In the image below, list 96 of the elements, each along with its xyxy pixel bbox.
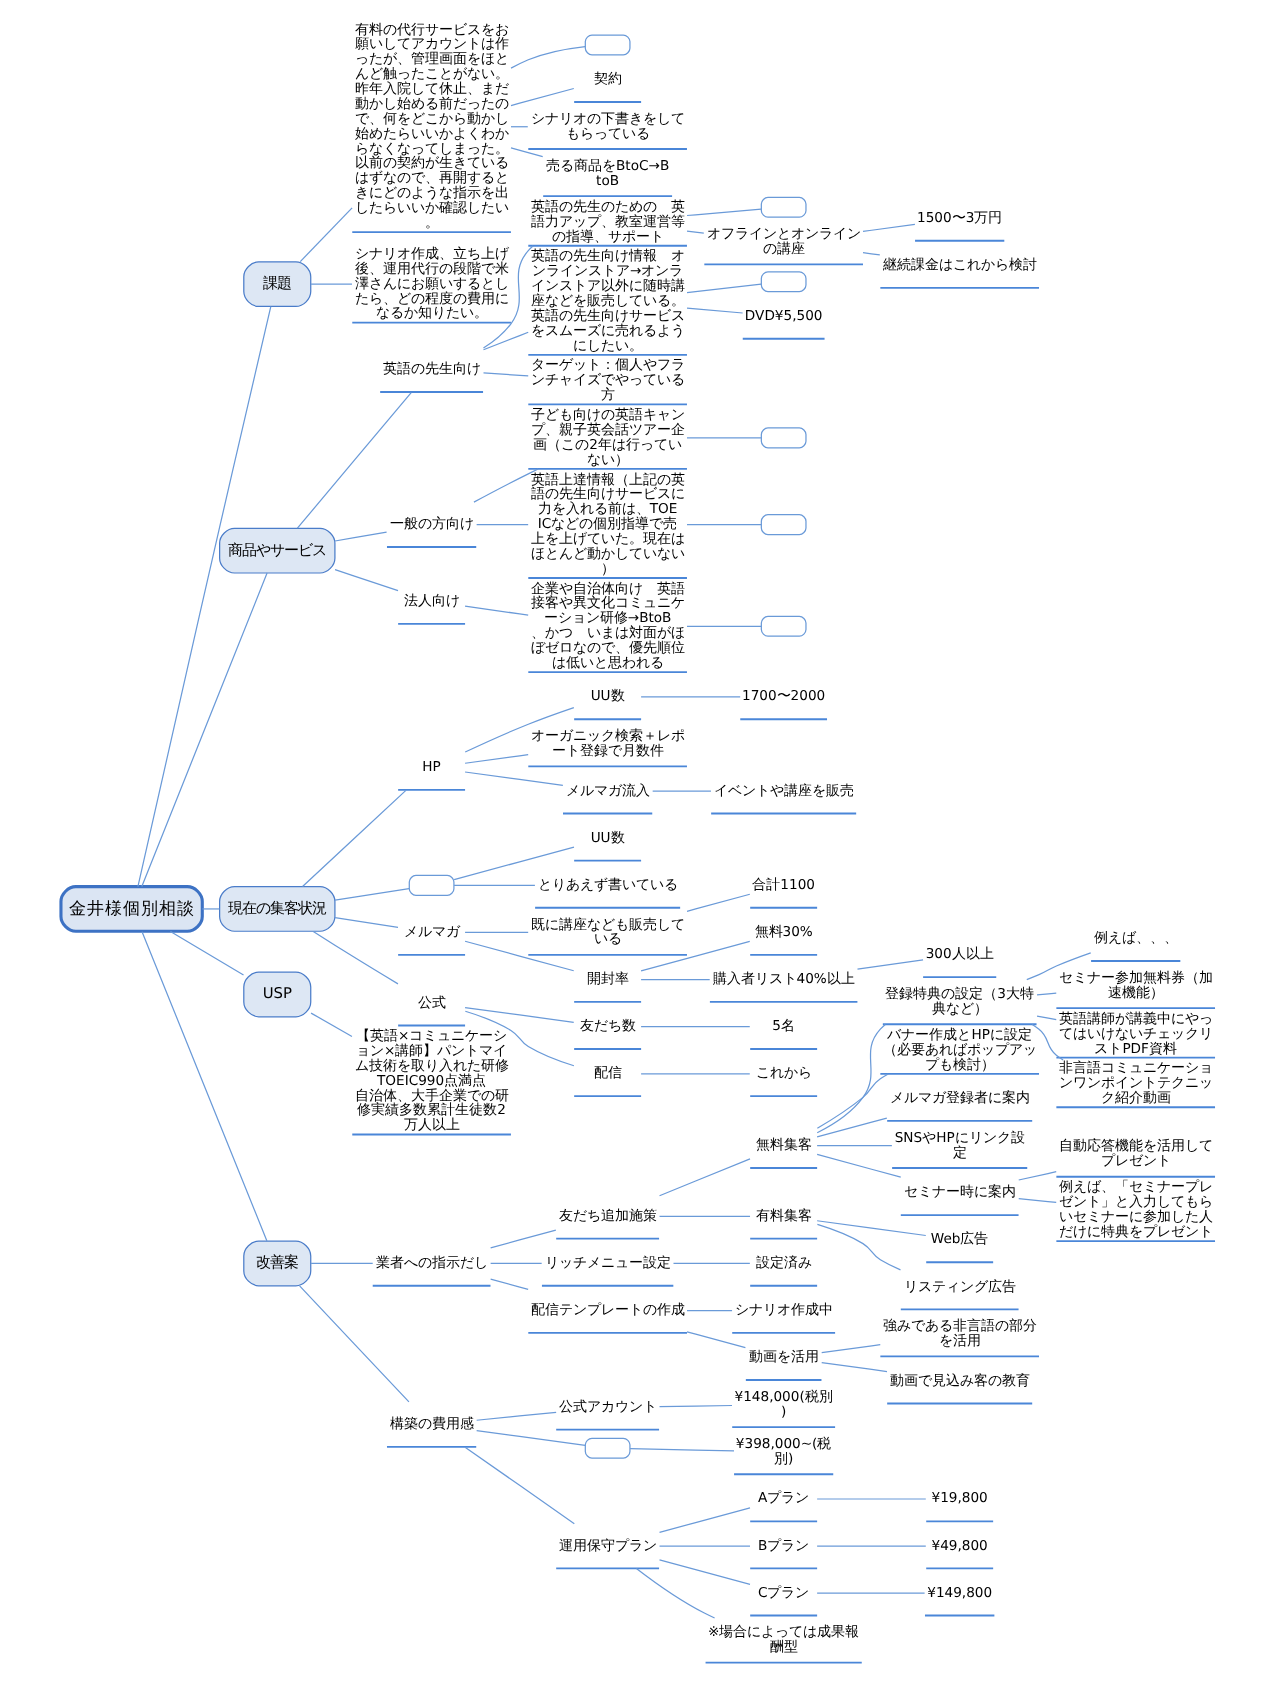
connector (310, 1012, 353, 1038)
connector (629, 1448, 735, 1452)
connector (658, 1545, 751, 1547)
connector (856, 959, 924, 970)
connector (658, 1559, 751, 1586)
connector (686, 283, 762, 294)
connector (299, 1285, 410, 1403)
connector (640, 979, 711, 981)
connector (640, 940, 751, 972)
connector (476, 524, 529, 526)
connector (816, 1073, 889, 1129)
connector (334, 531, 388, 542)
node-box (408, 874, 455, 896)
connector (1036, 1015, 1057, 1021)
connector (640, 696, 741, 698)
connector (334, 888, 410, 901)
connector (476, 1429, 586, 1446)
node-box (760, 514, 807, 536)
node-box (584, 1437, 631, 1459)
connector (686, 230, 705, 234)
connector (482, 245, 534, 349)
connector (473, 468, 539, 503)
connector (482, 331, 529, 351)
connector (476, 1411, 557, 1421)
connector (464, 1010, 575, 1067)
connector (510, 147, 544, 158)
connector (464, 940, 575, 972)
node-box (760, 271, 807, 293)
connector (490, 1229, 557, 1249)
connector (299, 207, 353, 263)
connector (816, 1498, 927, 1500)
connector (1018, 1197, 1057, 1203)
connector (658, 1215, 751, 1217)
connector (686, 437, 762, 439)
connector (816, 1145, 893, 1147)
connector (686, 208, 762, 217)
connector (640, 1026, 751, 1028)
connector (137, 306, 272, 888)
connector (453, 846, 575, 881)
connector (310, 283, 353, 285)
connector (1036, 992, 1057, 996)
connector (1026, 952, 1092, 981)
connector (658, 1404, 733, 1408)
connector (816, 1223, 902, 1271)
connector (453, 884, 536, 886)
connector (482, 372, 529, 377)
connector (816, 1023, 886, 1134)
connector (816, 1592, 926, 1594)
connector (816, 1545, 927, 1547)
connector (686, 1309, 733, 1312)
connector (334, 569, 399, 592)
connector (464, 706, 575, 753)
connector (310, 1262, 374, 1265)
connector (816, 1153, 902, 1178)
connector (490, 1278, 529, 1290)
node-box (584, 34, 631, 56)
connector (464, 605, 529, 616)
connector (312, 930, 399, 985)
connector (301, 789, 407, 888)
connector (821, 1344, 881, 1354)
connector (816, 1220, 927, 1237)
connector (510, 87, 575, 107)
node-box (760, 615, 807, 637)
connector (640, 1073, 751, 1075)
connector (296, 391, 412, 529)
connector (686, 524, 762, 526)
node-box (760, 427, 807, 449)
connector (334, 917, 399, 929)
connector (141, 572, 268, 888)
connector (862, 223, 916, 233)
connector (686, 625, 762, 627)
connector (816, 1117, 888, 1138)
connector (652, 790, 712, 792)
connector (464, 754, 529, 764)
connector (1031, 1023, 1064, 1061)
connector (1018, 1171, 1057, 1181)
connector (862, 252, 881, 256)
node-box: 金井様個別相談 (59, 885, 204, 933)
connector (658, 1507, 751, 1533)
connector (672, 1262, 751, 1265)
connector (686, 307, 744, 314)
connector (464, 931, 529, 934)
connector (490, 1262, 543, 1265)
connector (201, 908, 220, 910)
connector (169, 930, 245, 976)
connector (821, 1362, 888, 1373)
connector (464, 1006, 575, 1023)
connector (635, 1567, 716, 1619)
connector (464, 1446, 575, 1525)
connector (658, 1158, 751, 1197)
connector (686, 893, 751, 912)
connector (464, 771, 564, 786)
connector (510, 45, 586, 69)
connector (686, 1331, 746, 1349)
connector (141, 931, 268, 1242)
node-box (760, 196, 807, 218)
